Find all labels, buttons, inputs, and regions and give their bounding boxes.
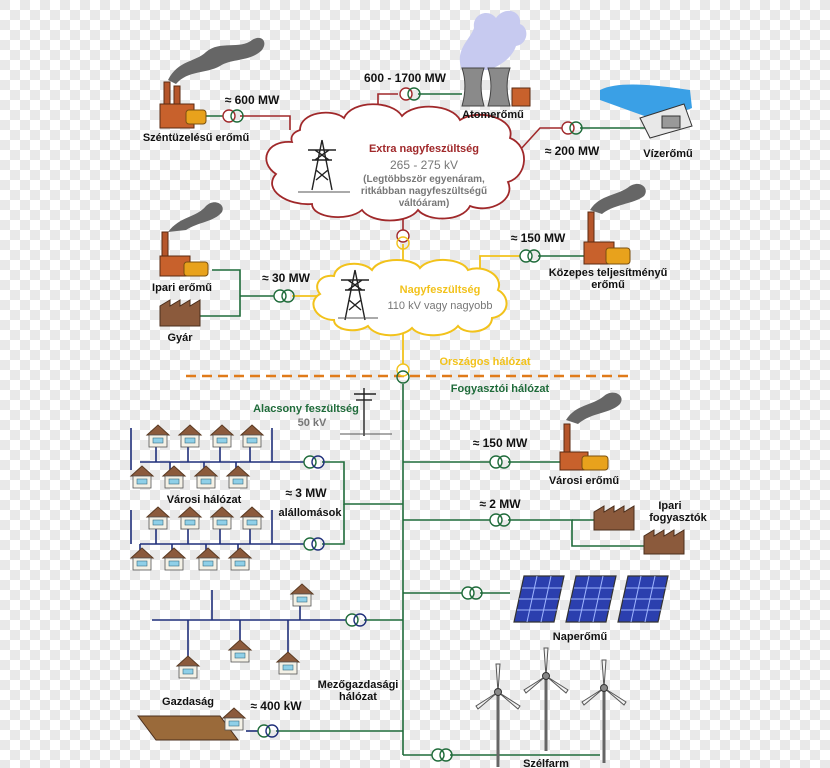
- hydro-plant-label: Vízerőmű: [643, 148, 693, 160]
- solar-label: Naperőmű: [553, 631, 608, 643]
- hv-consumer-transformer-icon: [396, 363, 410, 377]
- city-network-label: Városi hálózat: [167, 494, 242, 506]
- consumer-grid-lines: [276, 384, 644, 756]
- farm-field-icon: [137, 715, 239, 741]
- coal-plant-icon: [159, 37, 265, 129]
- medium-plant-label-1: Közepes teljesítményű: [549, 267, 668, 279]
- extra-high-title: Extra nagyfeszültség: [369, 143, 479, 155]
- farm-power: ≈ 400 kW: [250, 699, 302, 713]
- industrial-consumer-factory-icons: [593, 505, 685, 555]
- medium-plant-icon: [583, 183, 646, 265]
- hydro-plant-power: ≈ 200 MW: [545, 144, 600, 158]
- factory-label: Gyár: [167, 332, 193, 344]
- agri-network-label-1: Mezőgazdasági: [318, 679, 399, 691]
- extra-high-note-1: (Legtöbbször egyenáram,: [363, 174, 485, 185]
- low-voltage-title: Alacsony feszültség: [253, 403, 359, 415]
- industrial-plant-power: ≈ 30 MW: [262, 271, 311, 285]
- industrial-consumers-label-2: fogyasztók: [649, 512, 707, 524]
- low-voltage-value: 50 kV: [298, 417, 327, 429]
- substations-power: ≈ 3 MW: [285, 486, 327, 500]
- farm-label: Gazdaság: [162, 696, 214, 708]
- agri-network-label-2: hálózat: [339, 691, 377, 703]
- extra-high-voltage-cloud: [265, 103, 525, 222]
- wind-farm-label: Szélfarm: [523, 758, 569, 768]
- city-plant-label: Városi erőmű: [549, 475, 620, 487]
- industrial-plant-label: Ipari erőmű: [152, 282, 212, 294]
- extra-high-note-3: váltóáram): [399, 198, 450, 209]
- medium-plant-power: ≈ 150 MW: [511, 231, 566, 245]
- high-voltage-value: 110 kV vagy nagyobb: [388, 300, 493, 312]
- coal-plant-label: Széntüzelésű erőmű: [143, 132, 250, 144]
- city-plant-power: ≈ 150 MW: [473, 436, 528, 450]
- city-plant-icon: [559, 392, 622, 471]
- high-voltage-lines: [292, 244, 522, 368]
- industrial-consumers-power: ≈ 2 MW: [479, 497, 521, 511]
- industrial-feed-lines: [200, 255, 586, 317]
- nuclear-plant-icon: [459, 10, 531, 107]
- industrial-consumers-label-1: Ipari: [658, 500, 681, 512]
- local-low-voltage-lines: [130, 428, 348, 732]
- medium-plant-label-2: erőmű: [591, 279, 625, 291]
- consumer-grid-label: Fogyasztói hálózat: [451, 383, 550, 395]
- high-voltage-title: Nagyfeszültség: [400, 284, 481, 296]
- ehv-hv-transformer-icon: [396, 229, 410, 243]
- low-voltage-pole-icon: [340, 388, 392, 436]
- extra-high-voltage: 265 - 275 kV: [390, 158, 458, 172]
- coal-plant-power: ≈ 600 MW: [225, 93, 280, 107]
- national-grid-label: Országos hálózat: [439, 356, 530, 368]
- nuclear-plant-power: 600 - 1700 MW: [364, 71, 447, 85]
- extra-high-note-2: ritkábban nagyfeszültségű: [361, 186, 487, 197]
- industrial-plant-icon: [159, 202, 223, 277]
- factory-icon: [159, 299, 201, 327]
- high-voltage-cloud: [312, 259, 508, 337]
- solar-panels-icon: [513, 575, 669, 623]
- hydro-plant-icon: [600, 84, 693, 139]
- substations-label: alállomások: [279, 507, 343, 519]
- nuclear-plant-label: Atomerőmű: [462, 109, 524, 121]
